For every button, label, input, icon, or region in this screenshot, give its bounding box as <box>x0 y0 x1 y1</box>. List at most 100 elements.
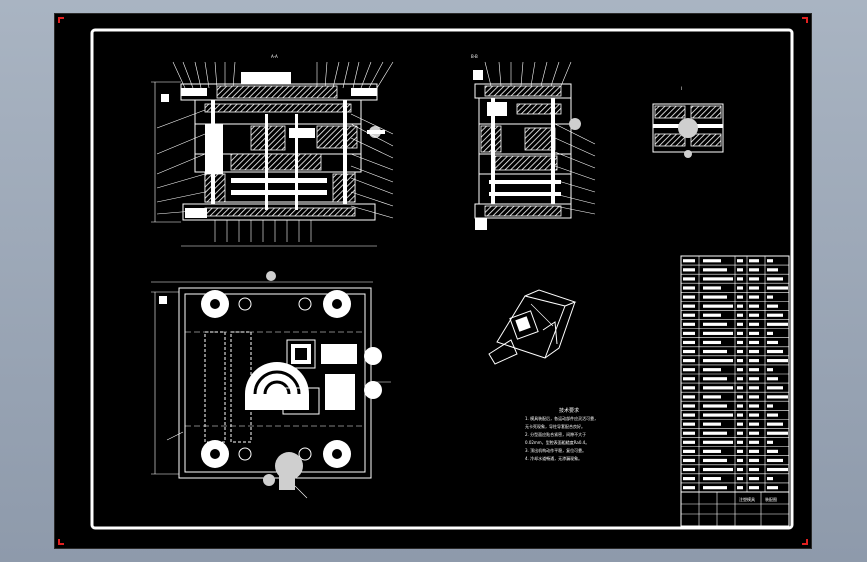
main-section-left-leaders <box>156 109 206 215</box>
parts-table-cell-mark <box>749 467 759 472</box>
parts-table-cell-mark <box>749 340 759 345</box>
parts-table-cell-mark <box>703 304 733 308</box>
parts-table-cell-mark <box>683 304 695 308</box>
parts-table-cell-mark <box>749 313 759 317</box>
parts-table-cell-mark <box>683 349 695 354</box>
parts-table-cell-mark <box>767 268 778 272</box>
parts-table-cell-mark <box>683 486 695 490</box>
parts-table-cell-mark <box>703 331 733 335</box>
parts-table-cell-mark <box>767 404 773 408</box>
parts-table-cell-mark <box>767 359 788 363</box>
parts-table-cell-mark <box>749 395 759 399</box>
parts-table-cell-mark <box>749 431 759 435</box>
parts-table-cell-mark <box>683 377 695 381</box>
main-section-label: A-A <box>271 54 278 59</box>
parts-table-cell-mark <box>767 467 788 472</box>
plan-view-leaders <box>166 381 391 499</box>
parts-table-cell-mark <box>683 313 695 317</box>
main-section-view[interactable]: A-A <box>151 54 394 247</box>
technical-note-line: 1. 模具装配后，各运动部件应灵活可靠， <box>525 415 598 421</box>
parts-table-cell-mark <box>683 368 695 372</box>
parts-table-cell-mark <box>737 322 743 326</box>
parts-table-cell-mark <box>703 422 721 426</box>
parts-table-cell-mark <box>749 458 759 463</box>
parts-table-cell-mark <box>749 304 759 308</box>
parts-table-cell-mark <box>683 359 695 363</box>
parts-table-cell-mark <box>737 386 743 390</box>
parts-table-cell-mark <box>737 458 743 463</box>
parts-table-cell-mark <box>737 259 743 263</box>
parts-table-cell-mark <box>767 368 773 372</box>
parts-table-cell-mark <box>749 422 759 426</box>
parts-table-cell-mark <box>737 359 743 363</box>
parts-table-cell-mark <box>737 286 743 290</box>
corner-markers <box>58 17 808 545</box>
parts-table-cell-mark <box>737 477 743 481</box>
parts-table-cell-mark <box>703 349 727 354</box>
parts-table-cell-mark <box>703 359 733 363</box>
parts-table-cell-mark <box>703 477 721 481</box>
technical-note-line: 2. 分型面应贴合紧密，间隙不大于 <box>525 431 586 437</box>
parts-table-cell-mark <box>749 404 759 408</box>
parts-table-cell-mark <box>703 449 721 453</box>
parts-table-cell-mark <box>683 467 695 472</box>
parts-table-cell-mark <box>683 295 695 299</box>
parts-table-cell-mark <box>749 259 759 263</box>
title-block-drawing-name: 注塑模具 <box>739 496 755 502</box>
parts-table-cell-mark <box>703 368 721 372</box>
parts-table-cell-mark <box>737 304 743 308</box>
parts-table-cell-mark <box>737 486 743 490</box>
parts-table-cell-mark <box>703 259 721 263</box>
side-section-label: B-B <box>471 54 478 59</box>
cad-viewport[interactable]: A-A <box>54 13 812 549</box>
plan-view[interactable] <box>151 271 391 499</box>
parts-table-cell-mark <box>683 477 695 481</box>
parts-table-cell-mark <box>703 313 721 317</box>
parts-table-cell-mark <box>683 268 695 272</box>
parts-table-cell-mark <box>737 277 743 281</box>
parts-table-cell-mark <box>683 413 695 417</box>
parts-table[interactable] <box>680 255 790 493</box>
parts-table-cell-mark <box>749 322 759 326</box>
parts-table-cell-mark <box>749 349 759 354</box>
parts-table-cell-mark <box>683 331 695 335</box>
parts-table-cell-mark <box>737 431 743 435</box>
parts-table-cell-mark <box>683 386 695 390</box>
isometric-view[interactable] <box>488 289 577 365</box>
parts-table-cell-mark <box>767 386 783 390</box>
parts-table-cell-mark <box>767 295 773 299</box>
parts-table-cell-mark <box>737 331 743 335</box>
parts-table-cell-mark <box>703 295 727 299</box>
title-block[interactable]: 注塑模具 装配图 <box>680 491 790 527</box>
parts-table-cell-mark <box>767 458 783 463</box>
parts-table-cell-mark <box>737 340 743 345</box>
parts-table-cell-mark <box>767 313 783 317</box>
parts-table-cell-mark <box>703 340 721 345</box>
parts-table-cell-mark <box>767 349 783 354</box>
parts-table-cell-mark <box>737 422 743 426</box>
parts-table-cell-mark <box>683 340 695 345</box>
title-block-company: 装配图 <box>765 496 777 502</box>
parts-table-cell-mark <box>737 404 743 408</box>
parts-table-cell-mark <box>767 449 778 453</box>
parts-table-cell-mark <box>737 377 743 381</box>
parts-table-cell-mark <box>703 458 727 463</box>
parts-table-cell-mark <box>737 313 743 317</box>
parts-table-cell-mark <box>683 395 695 399</box>
parts-table-cell-mark <box>767 477 773 481</box>
parts-table-cell-mark <box>767 286 788 290</box>
detail-view[interactable]: I <box>652 86 724 158</box>
parts-table-cell-mark <box>683 322 695 326</box>
parts-table-cell-mark <box>683 404 695 408</box>
side-section-view[interactable]: B-B <box>471 54 596 230</box>
technical-note-line: 4. 冷却水道畅通，无渗漏现象。 <box>525 455 582 461</box>
parts-table-cell-mark <box>767 440 773 444</box>
parts-table-cell-mark <box>749 359 759 363</box>
parts-table-cell-mark <box>749 368 759 372</box>
parts-table-cell-mark <box>703 386 733 390</box>
parts-table-cell-mark <box>683 440 695 444</box>
parts-table-cell-mark <box>767 413 778 417</box>
parts-table-cell-mark <box>749 413 759 417</box>
parts-table-cell-mark <box>683 449 695 453</box>
parts-table-cell-mark <box>749 377 759 381</box>
